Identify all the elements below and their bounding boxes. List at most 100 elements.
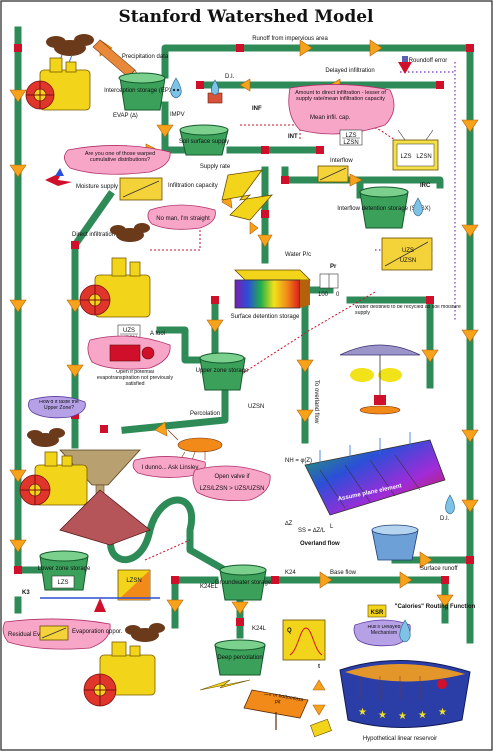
label-how-fat: How'd it taste the Upper Zone? [39,400,79,411]
drop-character-icon [170,77,182,99]
surface-runoff-bucket [371,524,419,561]
svg-text:★: ★ [438,707,447,718]
label-surface-runoff: Surface runoff [420,566,458,572]
lower-zone-prism [59,489,151,546]
beware-sign [243,689,309,730]
label-deep-percolation: Deep percolation [217,655,262,661]
lightning-icon [199,679,251,691]
label-delayed-infiltration: Delayed infiltration [325,68,374,74]
label-no-straight: No man, I'm straight [156,216,210,222]
label-lower-zone: Lower zone storage [38,566,91,572]
balance-scale [40,597,160,612]
shrimp-icon [167,429,223,461]
storm-cloud-3-icon [27,428,65,447]
roundoff-icon [398,56,412,74]
label-percolation: Percolation [190,411,220,417]
label-groundwater: Groundwater storage [215,580,272,586]
infiltration-note: Amount to direct infiltration - lesser o… [295,90,386,102]
label-lzsn-gauge: LZSN [126,578,141,584]
linear-reservoir-tub: ★ ★ ★ ★ ★ [339,619,471,728]
tv-lzs: LZS [400,154,411,160]
label-precipitation: Precipitation data [122,54,169,60]
hull-note: Hull's Delayed Mechanism [368,625,401,636]
label-to-overland-flow: To overland flow [313,380,319,424]
storm-cloud-2-icon [110,223,150,242]
lzsn-gauge [117,569,151,601]
warped-bubble [64,145,171,175]
storm-cloud-icon [46,34,94,66]
label-k3: K3 [22,590,30,596]
label-di: D.I. [225,74,235,80]
tv-monitor-icon: LZS LZSN [392,129,439,171]
interflow-gauge [317,165,349,183]
pump-engine-4-icon [83,641,156,707]
hull-bubble [353,619,411,647]
label-q: Q [287,628,292,634]
label-impv: IMPV [170,112,185,118]
tv-lzsn: LZSN [416,154,431,160]
label-moisture-supply: Moisture supply [76,184,118,190]
label-irc: IRC [420,183,431,189]
label-a-fool: A fool [150,331,165,337]
label-k24l: K24L [252,626,267,632]
upper-zone-tank [199,352,246,391]
label-hypothetical-reservoir: Hypothetical linear reservoir [363,736,437,742]
label-lzs-lower: LZS [57,580,68,586]
thermometer-icon [109,344,155,362]
label-evap-oppor: Evaporation oppor. [72,629,123,635]
storm-cloud-4-icon [125,623,165,642]
straight-bubble [147,204,216,230]
water-destined-note: Water destined to be recycled as soil mo… [355,305,461,316]
label-beware: Beware of bottomless pit [253,694,304,706]
zigzag-fence [221,169,274,221]
label-supply-rate: Supply rate [200,164,231,170]
label-calories: "Calories" Routing Function [395,604,476,610]
lzs-box-lower: LZS [51,575,75,589]
label-lzs: LZS [345,133,356,139]
recycle-gauge: UZS UZSN [381,237,433,271]
tag-icon [310,718,332,738]
label-rate-100: 100 [318,292,329,298]
label-soil-surface: Soil surface supply [179,139,229,145]
label-roundoff: Roundoff error [409,58,448,64]
label-overland-flow: Overland flow [300,541,340,547]
drop-character-2-icon [445,494,455,515]
svg-text:★: ★ [378,710,387,721]
svg-text:★: ★ [418,710,427,721]
interflow-detention-tank [359,186,409,229]
gauge-uzsn: UZSN [400,258,416,264]
label-upper-zone: Upper zone storage [196,368,249,374]
label-k24el: K24EL [200,584,219,590]
label-ksr: KSR [371,610,384,616]
taste-bubble [28,396,86,419]
infiltration-bubble [288,84,395,135]
routing-chart [282,619,326,661]
lzs-ratio-box: LZS LZSN [339,129,363,146]
label-open-valve-ratio: LZS/LZSN > UZS/UZSN [200,486,265,492]
label-ss: SS = ∆Z/L [298,527,326,534]
surface-detention-box [234,269,311,309]
label-warped: Are you one of those warped cumulative d… [84,151,156,164]
label-interflow-detention: Interflow detention storage (SRGX) [337,206,430,212]
taste-note: How'd it taste the Upper Zone? [39,400,79,411]
label-mean-infil: Mean infil. cap. [310,115,351,121]
svg-text:★: ★ [358,707,367,718]
label-rate-0: 0 [336,292,340,298]
overland-flow-plane [304,432,446,516]
label-direct-infiltration: Direct infiltration [72,232,115,238]
soil-surface-supply-tank [179,124,229,156]
label-evap: EVAP (∆) [113,112,138,119]
bird-icon [45,168,72,186]
pump-engine-2-icon [79,257,151,318]
recycle-lamp-icon [339,344,421,415]
label-t: t [318,664,320,670]
label-l: L [330,524,334,530]
dunno-bubble [132,456,206,478]
label-di2: D.I. [440,516,450,522]
label-interflow: Interflow [330,158,353,164]
label-open-if: Open if potential evapotranspiration not… [96,370,174,387]
label-runoff-impervious: Runoff from impervious area [252,36,328,42]
